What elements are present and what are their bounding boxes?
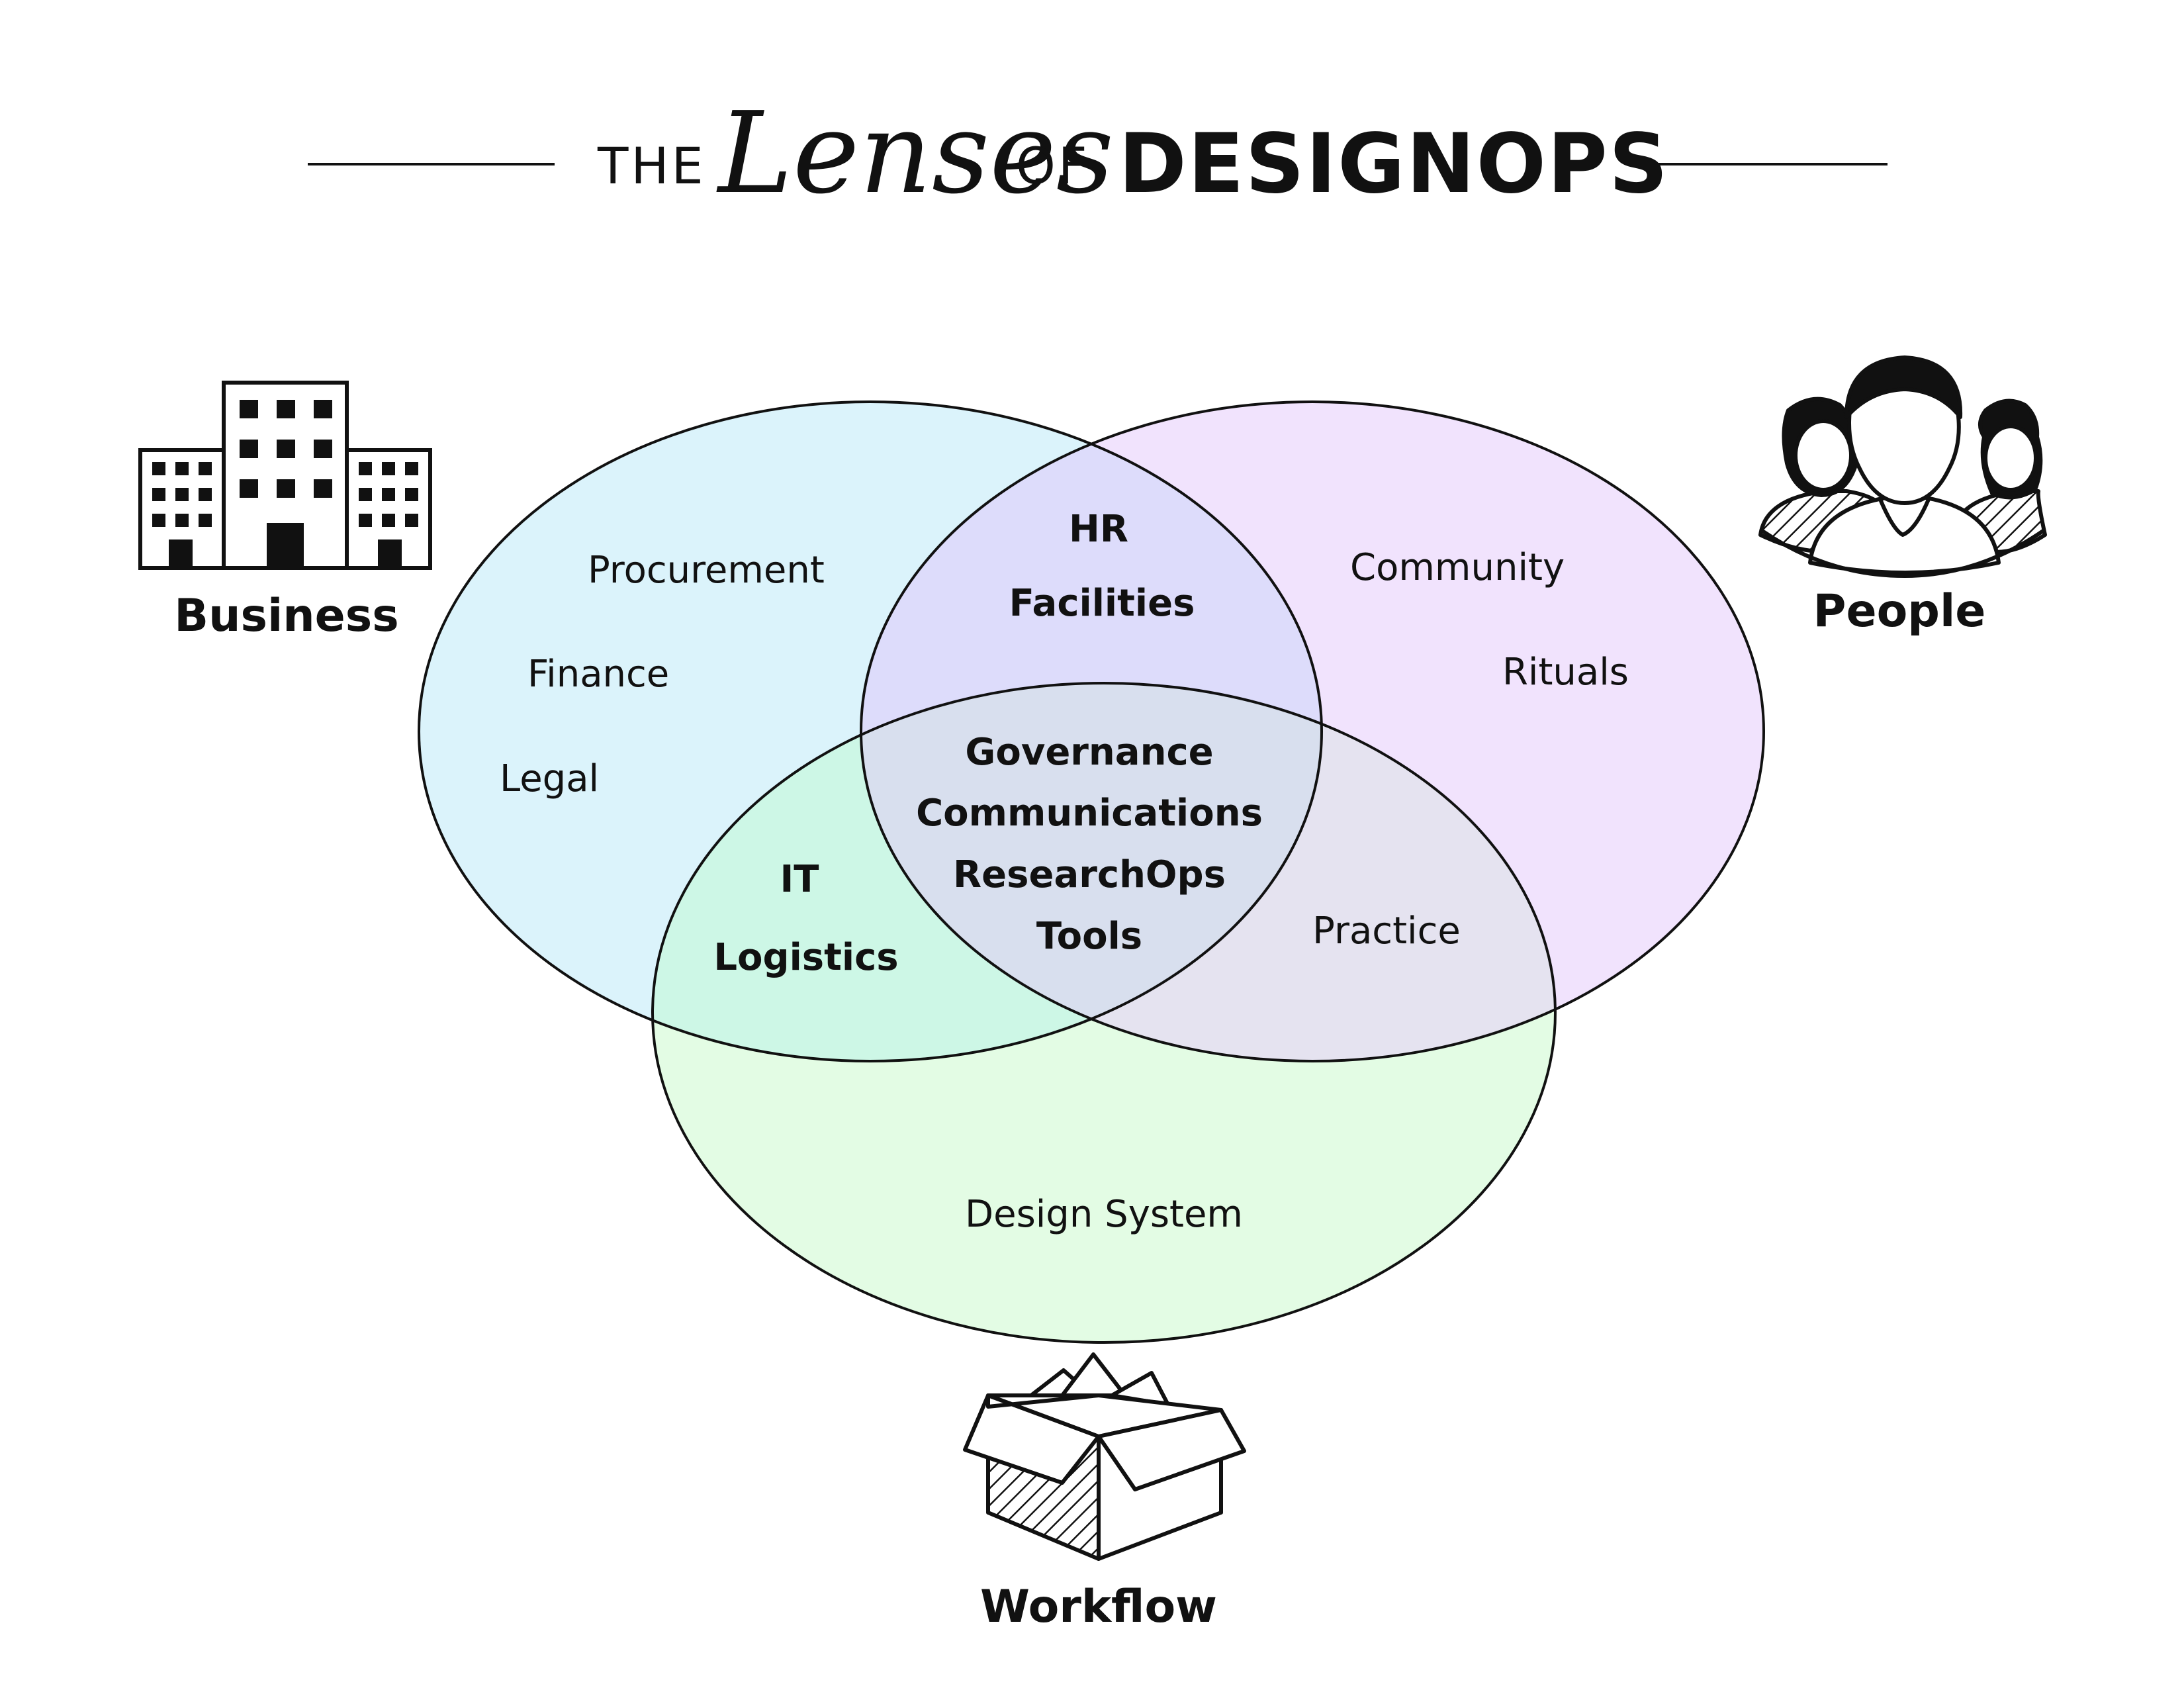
region-item: Practice [1312,910,1461,953]
business-people-region: HR Facilities [1009,508,1195,625]
workflow-only-region: Design System [965,1193,1243,1236]
region-item: Design System [965,1193,1243,1236]
title-middle: OF [1016,136,1090,195]
all-three-region: Governance Communications ResearchOps To… [916,731,1263,958]
people-icon [1758,355,2047,578]
people-workflow-region: Practice [1312,910,1461,953]
title: THE Lenses OF DESIGNOPS [308,88,1888,219]
business-only-region: Procurement Finance Legal [500,549,825,800]
region-item: Governance [965,731,1213,774]
business-workflow-region: IT Logistics [713,858,898,979]
region-item: Tools [1036,915,1142,958]
region-item: HR [1069,508,1128,551]
region-item: IT [780,858,819,901]
people-only-region: Community Rituals [1350,546,1629,694]
region-item: Rituals [1502,651,1629,694]
region-item: Finance [527,653,669,696]
title-main: DESIGNOPS [1118,117,1669,212]
business-label: Business [174,590,399,642]
region-item: Logistics [713,936,898,979]
people-label: People [1813,585,1986,637]
workflow-label: Workflow [980,1581,1217,1633]
region-item: ResearchOps [953,853,1226,896]
region-item: Community [1350,546,1565,589]
title-prefix: THE [597,136,706,195]
building-icon [138,381,432,570]
open-box-icon [963,1352,1246,1561]
venn-outlines [418,400,1765,1344]
region-item: Communications [916,792,1263,835]
region-item: Procurement [588,549,825,592]
region-item: Legal [500,757,599,800]
title-script: Lenses [716,88,1114,219]
region-item: Facilities [1009,582,1195,625]
